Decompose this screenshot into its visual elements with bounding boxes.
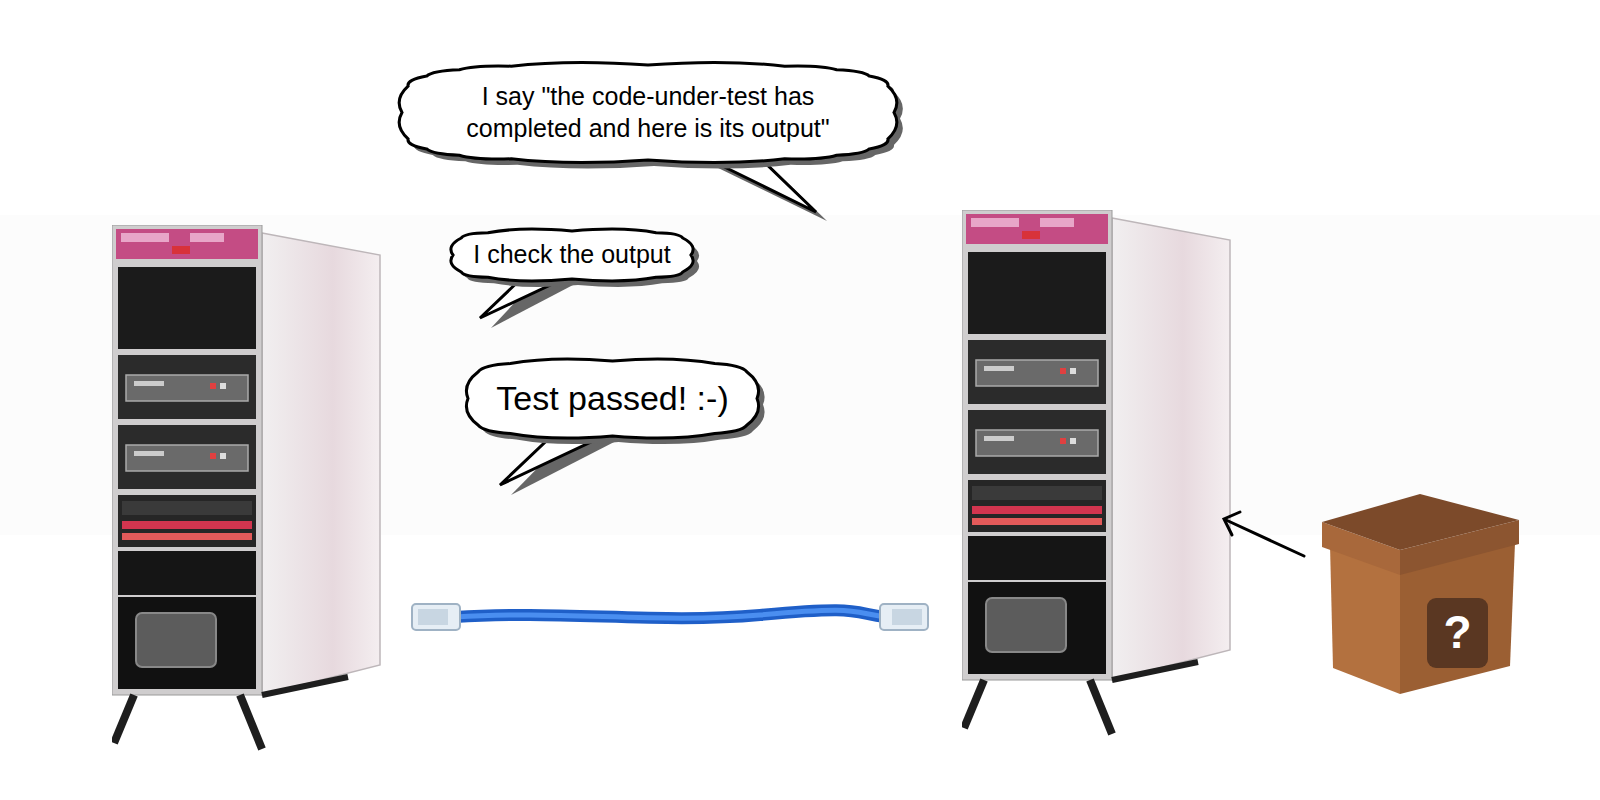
speech-cloud: I say "the code-under-test has completed… xyxy=(388,51,908,174)
question-mark: ? xyxy=(1443,604,1471,662)
speech-text: I check the output xyxy=(473,239,670,270)
speech-text: Test passed! :-) xyxy=(496,377,728,420)
right-server-rack xyxy=(962,210,1230,734)
ethernet-cable xyxy=(412,604,928,630)
speech-tails xyxy=(480,155,827,495)
mystery-box xyxy=(1322,494,1519,694)
speech-cloud: I check the output xyxy=(439,217,705,293)
pointer-arrow xyxy=(1224,512,1304,556)
left-server-rack xyxy=(112,225,380,749)
speech-text: I say "the code-under-test has completed… xyxy=(428,81,868,144)
question-tag: ? xyxy=(1427,598,1488,668)
speech-cloud: Test passed! :-) xyxy=(454,347,771,450)
